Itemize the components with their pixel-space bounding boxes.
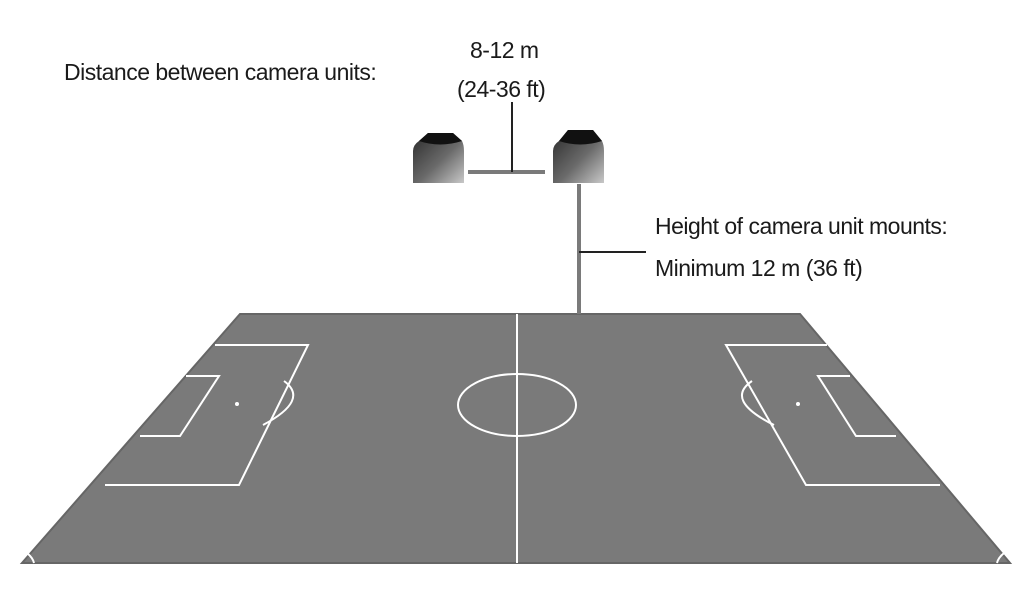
height-label-value: Minimum 12 m (36 ft) <box>655 255 863 281</box>
right-penalty-area <box>724 344 940 486</box>
soccer-field <box>19 313 1013 564</box>
left-goal-area <box>140 375 221 437</box>
right-penalty-arc <box>741 380 775 426</box>
distance-value-imperial: (24-36 ft) <box>457 76 546 102</box>
distance-value-metric: 8-12 m <box>470 37 539 63</box>
left-penalty-area <box>105 344 310 486</box>
left-penalty-arc <box>262 380 295 426</box>
camera-unit-icon <box>553 130 604 183</box>
corner-arc-bottom-left <box>26 552 35 564</box>
left-penalty-spot <box>235 402 239 406</box>
center-circle <box>457 373 577 437</box>
right-penalty-spot <box>796 402 800 406</box>
height-label-title: Height of camera unit mounts: <box>655 213 948 239</box>
camera-unit-icon <box>413 133 464 183</box>
right-goal-area <box>816 375 896 437</box>
distance-label-title: Distance between camera units: <box>64 59 377 85</box>
corner-arc-bottom-right <box>996 552 1005 564</box>
